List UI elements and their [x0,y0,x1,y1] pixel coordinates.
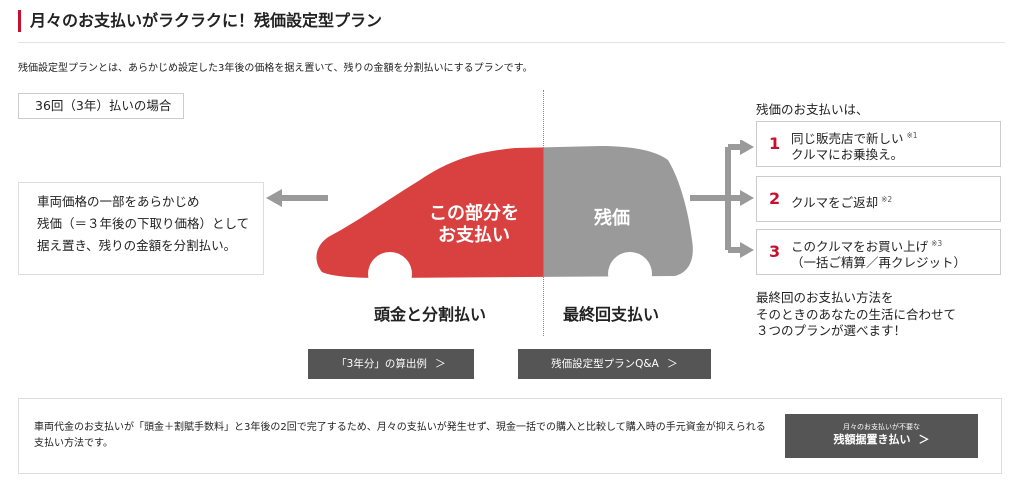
option-card-1: 1 同じ販売店で新しい※1 クルマにお乗換え。 [756,121,1001,167]
left-explanation-line: 残価（＝３年後の下取り価格）として [37,216,250,231]
down-payment-caption: 頭金と分割払い [374,305,487,324]
left-explanation-line: 据え置き、残りの金額を分割払い。 [37,238,237,253]
options-footer-line: そのときのあなたの生活に合わせて [756,306,957,322]
option-text: クルマをご返却 [791,195,879,211]
calculation-example-button[interactable]: 「3年分」の算出例 ＞ [308,349,474,379]
option-text: （一括ご精算／再クレジット） [791,255,967,271]
bottom-info-text: 車両代金のお支払いが「頭金＋割賦手数料」と3年後の2回で完了するため、月々の支払… [34,422,766,449]
options-footer: 最終回のお支払い方法を そのときのあなたの生活に合わせて ３つのプランが選べます… [756,290,956,340]
title-divider [18,42,1005,43]
options-heading: 残価のお支払いは、 [756,102,869,117]
left-explanation-box: 車両価格の一部をあらかじめ 残価（＝３年後の下取り価格）として 据え置き、残りの… [18,182,264,275]
car-illustration [300,146,700,290]
option-number: 2 [769,189,781,208]
chevron-right-icon: ＞ [666,357,678,370]
options-footer-line: 最終回のお支払い方法を [756,290,894,305]
left-arrow-icon [266,189,328,207]
pay-portion-label: この部分を お支払い [414,203,534,247]
center-divider [543,90,544,336]
deferred-payment-label: 残額据置き払い [833,433,911,446]
option-card-2: 2 クルマをご返却※2 [756,176,1001,222]
intro-text: 残価設定型プランとは、あらかじめ設定した3年後の価格を据え置いて、残りの金額を分… [18,63,533,74]
option-number: 1 [769,134,781,153]
pay-portion-label-line: この部分を [429,203,519,224]
option-note: ※3 [931,239,943,248]
plan-tag: 36回（3年）払いの場合 [18,93,184,119]
option-number: 3 [769,242,781,261]
calculation-example-label: 「3年分」の算出例 [336,358,427,370]
left-explanation-line: 車両価格の一部をあらかじめ [37,194,200,209]
page-title: 月々のお支払いがラクラクに！残価設定型プラン [30,11,383,30]
pay-portion-label-line: お支払い [438,225,510,246]
plan-qa-button[interactable]: 残価設定型プランQ&A ＞ [518,349,711,379]
bottom-info-box [18,398,1002,474]
option-text: 同じ販売店で新しい [791,131,904,147]
options-footer-line: ３つのプランが選べます！ [756,323,907,338]
chevron-right-icon: ＞ [434,357,446,370]
branch-arrow-icon [690,140,754,258]
option-card-3: 3 このクルマをお買い上げ※3 （一括ご精算／再クレジット） [756,229,1001,275]
chevron-right-icon: ＞ [918,433,930,446]
option-text: クルマにお乗換え。 [791,147,904,163]
option-text: このクルマをお買い上げ [791,239,929,255]
title-accent-bar [18,10,21,32]
final-payment-caption: 最終回支払い [563,305,660,324]
deferred-payment-sub-label: 月々のお支払いが不要な [843,423,920,431]
option-note: ※2 [881,195,893,204]
residual-label: 残価 [594,208,630,229]
deferred-payment-button[interactable]: 月々のお支払いが不要な 残額据置き払い ＞ [785,414,978,458]
option-note: ※1 [906,131,918,140]
plan-qa-label: 残価設定型プランQ&A [551,358,659,370]
